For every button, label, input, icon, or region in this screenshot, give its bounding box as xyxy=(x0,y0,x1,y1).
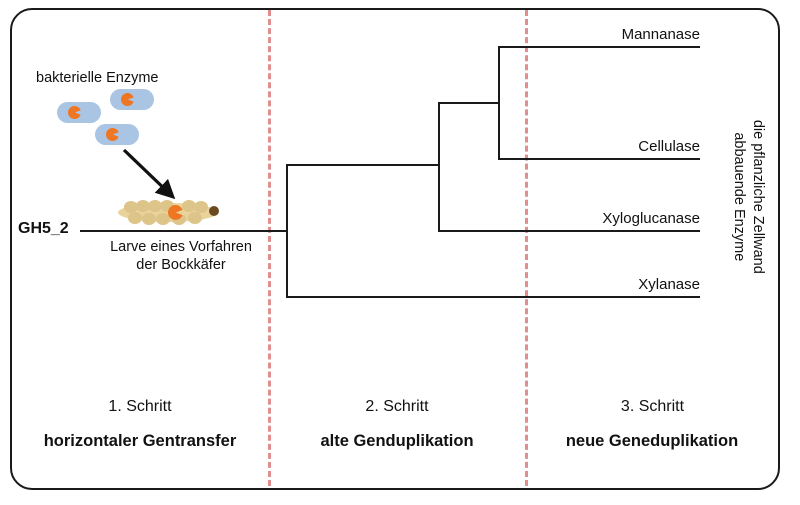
larva-segment xyxy=(142,213,156,225)
tree-upper-clade-split xyxy=(438,102,440,231)
stage-2-step: 2. Schritt xyxy=(365,398,429,415)
larva-segment xyxy=(136,200,150,212)
stage-2-name: alte Genduplikation xyxy=(320,432,474,450)
group-label-line-2: abbauende Enzyme xyxy=(731,132,747,262)
leaf-label-mannanase: Mannanase xyxy=(621,26,700,43)
figure-frame xyxy=(10,8,780,490)
tree-branch-xyloglucanase xyxy=(438,230,700,232)
leaf-label-xylanase: Xylanase xyxy=(638,276,700,293)
stage-divider-1 xyxy=(268,10,271,486)
group-label-line-1: die pflanzliche Zellwand xyxy=(749,119,766,274)
enzyme-icon-larva xyxy=(168,205,183,220)
leaf-label-cellulase: Cellulase xyxy=(638,138,700,155)
stage-1-name: horizontaler Gentransfer xyxy=(43,432,237,450)
larva-segment xyxy=(156,213,170,225)
larva-caption-line-2: der Bockkäfer xyxy=(136,257,226,274)
tree-root-split xyxy=(286,164,288,297)
larva-caption: Larve eines Vorfahren der Bockkäfer xyxy=(66,238,296,274)
larva-caption-line-1: Larve eines Vorfahren xyxy=(110,239,252,255)
stage-divider-2 xyxy=(525,10,528,486)
tree-root-stem xyxy=(80,230,287,232)
larva-segment xyxy=(124,201,138,213)
stage-3-name: neue Geneduplikation xyxy=(565,432,739,450)
tree-branch-cellulase xyxy=(498,158,700,160)
enzyme-icon-1 xyxy=(68,106,81,119)
larva-segment xyxy=(128,212,142,224)
enzyme-icon-3 xyxy=(106,128,119,141)
tree-branch-upper-clade xyxy=(286,164,439,166)
bacteria-caption: bakterielle Enzyme xyxy=(36,70,159,86)
tree-man-cel-split xyxy=(498,46,500,159)
leaf-label-xyloglucanase: Xyloglucanase xyxy=(602,210,700,227)
larva-segment xyxy=(182,200,196,212)
tree-branch-xylanase xyxy=(286,296,700,298)
group-label: die pflanzliche Zellwand abbauende Enzym… xyxy=(729,87,767,307)
larva-segment xyxy=(194,201,208,213)
enzyme-icon-2 xyxy=(121,93,134,106)
root-taxon-label: GH5_2 xyxy=(18,220,69,237)
larva-head xyxy=(209,206,219,216)
stage-1-step: 1. Schritt xyxy=(108,398,172,415)
tree-branch-mannanase xyxy=(498,46,700,48)
stage-3-step: 3. Schritt xyxy=(620,398,685,415)
tree-branch-man-cel-stem xyxy=(438,102,499,104)
larva-segment xyxy=(148,200,162,212)
larva-segment xyxy=(188,212,202,224)
